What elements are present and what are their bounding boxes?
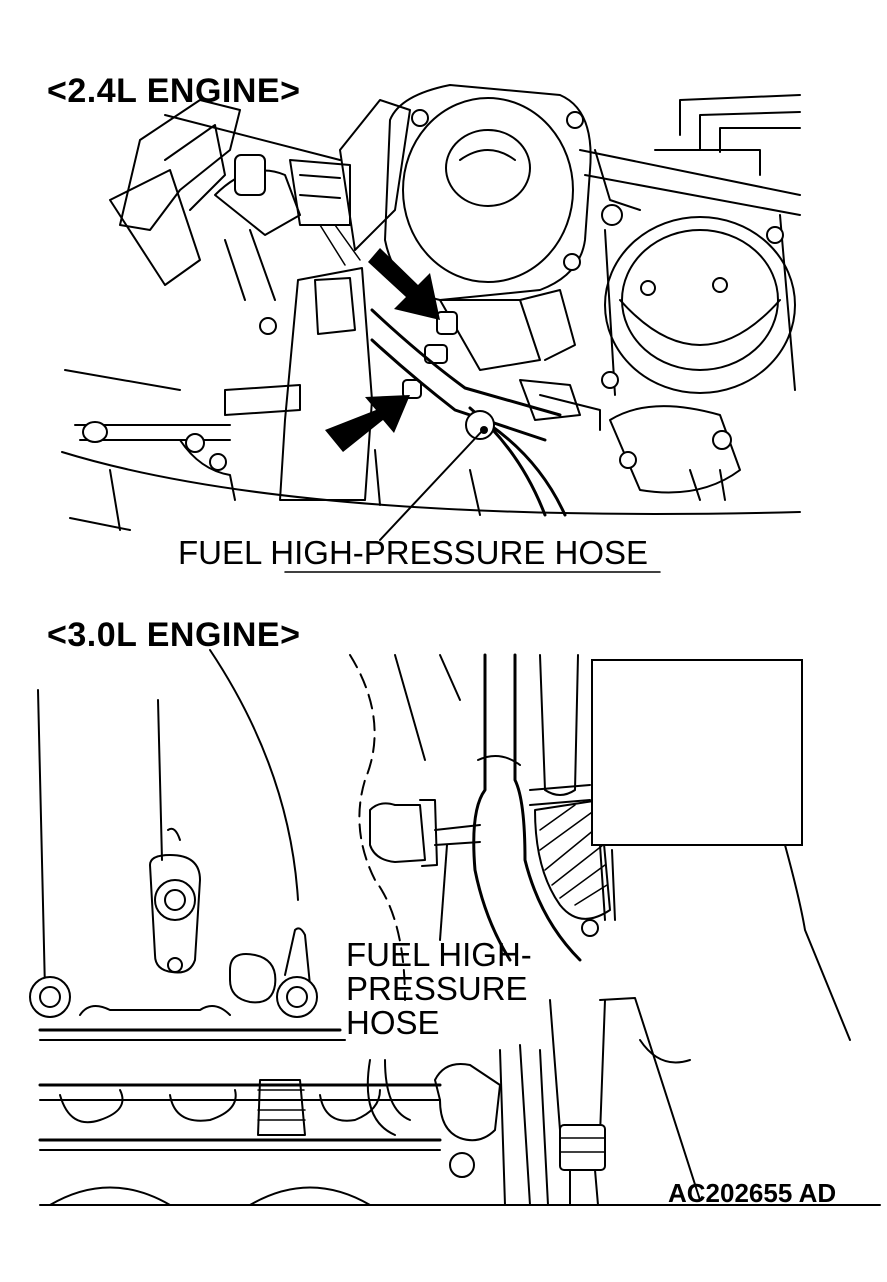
figure-code: AC202655 AD <box>668 1178 837 1208</box>
label-line-2: PRESSURE <box>346 970 528 1007</box>
engine-2-4l-illustration <box>61 84 801 573</box>
label-line-1: FUEL HIGH- <box>346 936 532 973</box>
label-line-3: HOSE <box>346 1004 440 1041</box>
upper-diagram-title: <2.4L ENGINE> <box>47 72 301 110</box>
fuel-high-pressure-hose-label-lower: FUEL HIGH- PRESSURE HOSE <box>346 938 532 1040</box>
lower-diagram-title: <3.0L ENGINE> <box>47 616 301 654</box>
fuel-high-pressure-hose-label-upper: FUEL HIGH-PRESSURE HOSE <box>178 534 649 571</box>
